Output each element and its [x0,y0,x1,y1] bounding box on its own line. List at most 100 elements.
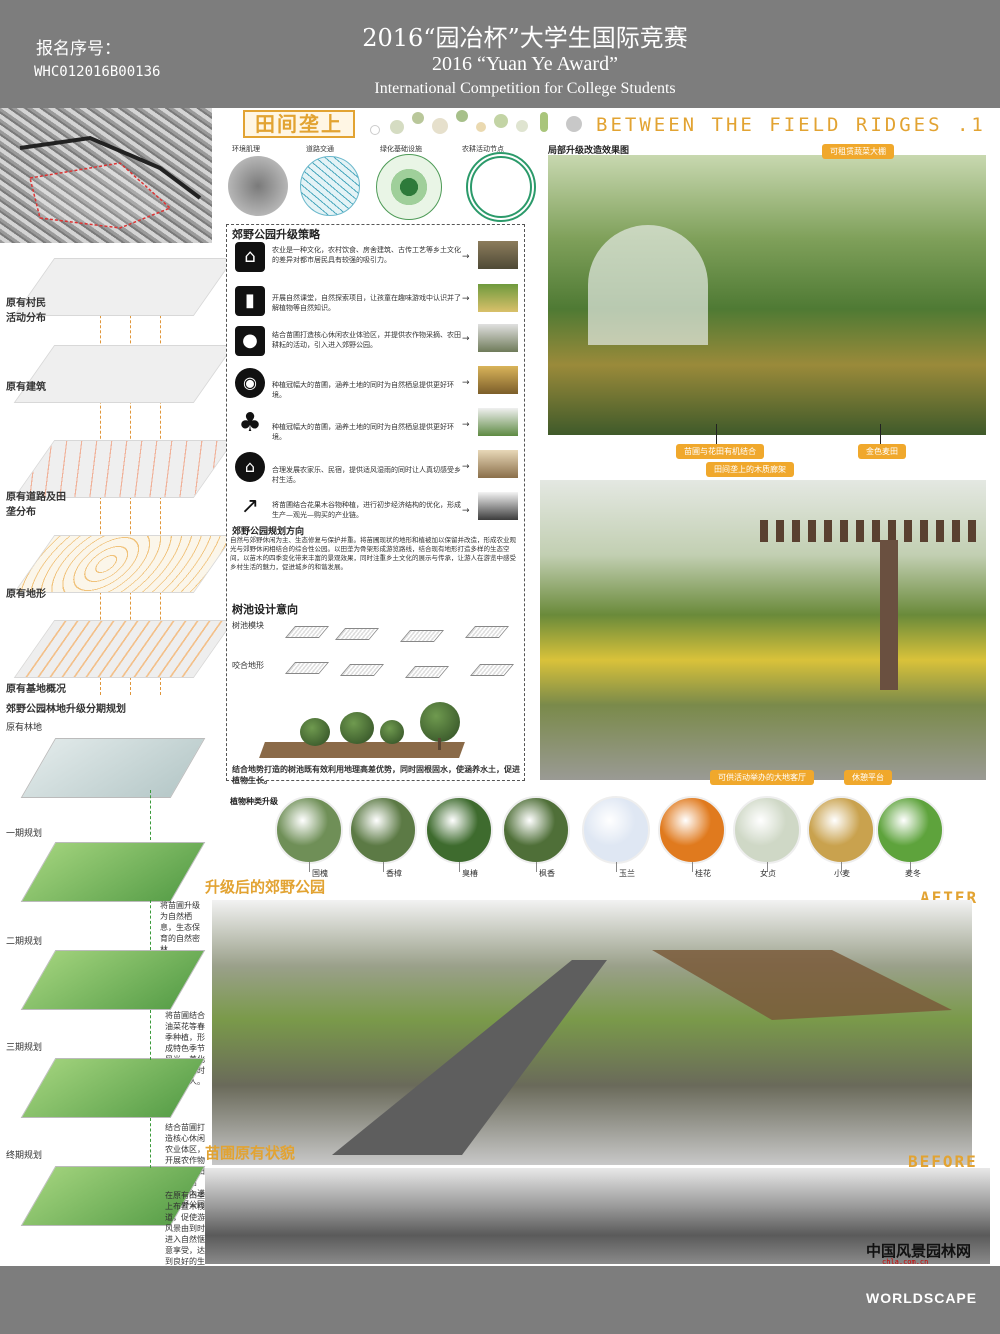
layer-terrain [13,535,235,593]
footer-bar [0,1266,1000,1334]
phase-note: 在原有田垄上布置木栈道，促使游风景由到时进入自然惬意享受，达到良好的生态环境 [165,1191,205,1277]
plant-pointer [910,862,911,872]
decorative-dot [456,110,468,122]
tree-pool-caption: 结合地势打造的树池既有效利用地理高差优势，同时固根固水，使涵养水土，促进植物生长… [232,765,520,785]
decorative-dot [476,122,486,132]
watermark-brand: WORLDSCAPE [866,1290,978,1306]
plant-label: 枫香 [539,869,555,878]
decorative-dot [566,116,582,132]
render-tag: 可供活动举办的大地客厅 [710,770,814,785]
decorative-dot [412,112,424,124]
farming-circle [466,152,536,222]
plant-label: 香樟 [386,869,402,878]
plant-circle [582,796,650,864]
site-aerial-map [0,108,212,243]
tree-pool-terrain-label: 咬合地形 [232,661,264,670]
decorative-dot [494,114,508,128]
plants-title: 植物种类升级 [230,796,278,806]
phase-plan-title: 郊野公园林地升级分期规划 [6,704,126,715]
strategy-photo [478,408,518,436]
strategy-panel [226,224,525,781]
competition-title-en: 2016 “Yuan Ye Award” [432,53,618,75]
phase-label: 一期规划 [6,829,43,839]
photo-before-nursery [205,1168,990,1264]
house-heart-icon: ⌂ [235,452,265,482]
render-tag: 田间垄上的木质廊架 [706,462,794,477]
strategy-photo [478,492,518,520]
greenhouse-shape [588,225,708,345]
decorative-dot [540,112,548,132]
decorative-dot [432,118,448,134]
strategy-photo [478,366,518,394]
strategy-text: 开展自然课堂，自然探索项目，让孩童在趣味游戏中认识并了解植物等自然知识。 [272,294,461,312]
plant-circle [658,796,726,864]
plant-pointer [692,862,693,872]
phase-label: 二期规划 [6,937,43,947]
watermark-url: chla.com.cn [882,1258,929,1266]
plant-pointer [309,862,310,872]
tree-pool-section [259,742,465,758]
tree-pool-title: 树池设计意向 [232,603,298,616]
arrow-right-icon: → [462,420,470,430]
strategy-title: 郊野公园升级策略 [232,228,320,241]
project-banner: BETWEEN THE FIELD RIDGES .1 [596,114,986,136]
analysis-label: 环境肌理 [232,145,260,153]
plant-label: 臭椿 [462,869,478,878]
phase-connector [150,1010,151,1060]
texture-circle [228,156,288,216]
direction-title: 郊野公园规划方向 [232,527,305,537]
site-boundary-overlay [19,135,202,229]
plant-circle [807,796,875,864]
plant-circle [275,796,343,864]
plant-pointer [841,862,842,872]
plant-label: 麦冬 [905,869,921,878]
render-greenhouse [548,155,986,435]
renders-title: 局部升级改造效果图 [548,146,630,156]
section-tree-trunk [438,738,441,750]
plant-label: 桂花 [695,869,711,878]
render-after-rail [212,900,972,1165]
arrow-right-icon: → [462,294,470,304]
book-icon: ▮ [235,286,265,316]
strategy-photo [478,284,518,312]
render-tag: 休憩平台 [844,770,892,785]
competition-title-cn: 2016“园冶杯”大学生国际竞赛 [362,24,688,52]
rail-track-overlay [332,950,952,1155]
layer-buildings [13,345,235,403]
arrow-right-icon: → [462,506,470,516]
watermark-cn: 中国风景园林网 [866,1242,972,1260]
layer-label: 原有基地概况 [6,684,66,695]
sheep-icon: ◉ [235,368,265,398]
phase-original-forest [20,738,206,798]
strategy-photo [478,450,518,478]
plant-pointer [383,862,384,872]
strategy-photo [478,241,518,269]
strategy-text: 将苗圃结合花果木谷物种植，进行初步经济结构的优化，形成生产—观光—购买的产业链。 [272,501,461,519]
plant-circle [502,796,570,864]
plant-label: 女贞 [760,869,776,878]
registration-label: 报名序号： [36,39,121,59]
fruit-icon: ● [235,326,265,356]
farmhouse-icon: ⌂ [235,242,265,272]
traffic-circle [300,156,360,216]
phase-connector [150,900,151,950]
green-infra-circle [376,154,442,220]
plant-pointer [767,862,768,872]
phase-3-plan [20,1058,206,1118]
arrow-right-icon: → [462,252,470,262]
layer-base-overview [13,620,235,678]
leader-line [880,424,881,444]
analysis-label: 道路交通 [306,145,334,153]
phase-note: 将苗圃升级为自然栖息，生态保育的自然密林 [160,901,200,954]
phase-label: 终期规划 [6,1151,43,1161]
tree-pool-module-label: 树池模块 [232,621,264,630]
phase-2-plan [20,950,206,1010]
section-tree [300,718,330,746]
strategy-text: 种植冠幅大的苗圃，涵养土地的同时为自然栖息提供更好环境。 [272,381,454,399]
plant-circle [733,796,801,864]
strategy-text: 农业是一种文化，农村饮食、房舍建筑、古传工艺等乡土文化的差异对都市居民具有较强的… [272,246,461,264]
render-tag: 苗圃与花田有机结合 [676,444,764,459]
strategy-text: 合理发展农家乐、民宿，提供适风湿雨的同时让人真切感受乡村生活。 [272,466,461,484]
phase-label: 原有林地 [6,723,43,733]
growth-chart-icon: ↗ [235,492,265,522]
